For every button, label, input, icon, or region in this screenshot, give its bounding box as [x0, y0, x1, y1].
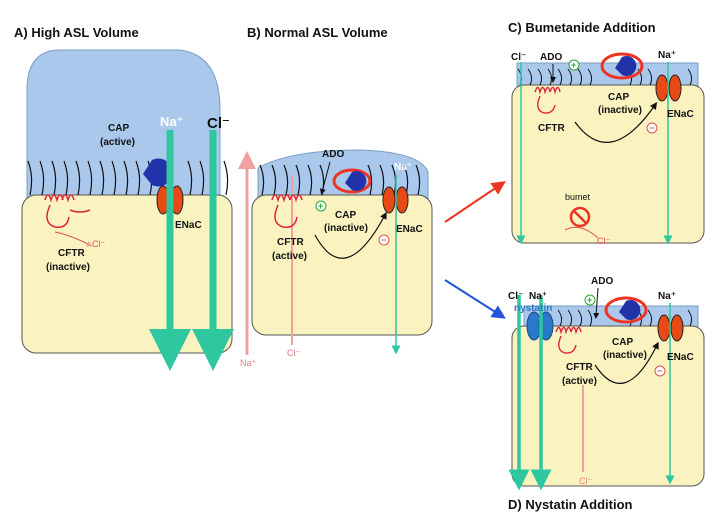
plus-icon-d: [584, 294, 596, 306]
panel-a: A) High ASL Volume CAP (active) ENaC CFT…: [14, 25, 234, 371]
panel-d: Cl⁻ Na⁺ nystatin ADO + CAP (inactive) Na…: [508, 276, 705, 512]
cftr-label-d: CFTR: [566, 362, 593, 373]
cftr-channel-icon-b: [271, 194, 303, 229]
panel-a-title: A) High ASL Volume: [14, 25, 139, 40]
cap-inhibitor-ring-d: [604, 296, 648, 324]
cl-small-a: Cl⁻: [92, 239, 105, 249]
cl-small-c: Cl⁻: [597, 236, 610, 246]
panel-b-title: B) Normal ASL Volume: [247, 25, 388, 40]
ado-label-c: ADO: [540, 52, 562, 63]
panel-d-title: D) Nystatin Addition: [508, 497, 633, 512]
feedback-arrow-d: [594, 341, 659, 384]
asl-layer-b: [257, 149, 429, 201]
enac-channel-icon-d: [657, 314, 671, 342]
enac-channel-icon-b2: [395, 186, 409, 214]
cap-label-b: CAP: [335, 210, 356, 221]
cftr-state-d: (active): [562, 376, 597, 387]
cap-protease-icon-c: [615, 55, 637, 76]
enac-channel-icon-b: [382, 186, 396, 214]
cap-state-d: (inactive): [603, 350, 647, 361]
nystatin-label-d: nystatin: [514, 303, 552, 314]
na-bottom-b: Na⁺: [240, 358, 257, 368]
cftr-channel-icon-a: [44, 194, 91, 229]
cap-inhibitor-ring-c: [600, 52, 644, 80]
feedback-arrow-b: [314, 211, 387, 259]
ado-arrow-d: [593, 287, 600, 319]
arrow-to-panel-d: [444, 279, 506, 319]
enac-label-c: ENaC: [667, 109, 694, 120]
epithelial-cell-b: [251, 194, 433, 336]
minus-icon-c: [646, 122, 658, 134]
feedback-arrow-c: [574, 102, 658, 143]
bumet-label-c: bumet: [565, 192, 591, 202]
minus-glyph-d: −: [657, 366, 662, 376]
plus-icon-b: [315, 200, 327, 212]
cap-state-a: (active): [100, 137, 135, 148]
na-right-label-d: Na⁺: [658, 291, 676, 302]
cap-label-c: CAP: [608, 92, 629, 103]
cap-label-d: CAP: [612, 337, 633, 348]
cl-label-d: Cl⁻: [508, 291, 523, 302]
cftr-cl-flow-a: [54, 231, 93, 247]
minus-icon-d: [654, 365, 666, 377]
panel-c: C) Bumetanide Addition Cl⁻ ADO + CAP (in…: [508, 20, 705, 246]
cl-small-d: Cl⁻: [579, 476, 592, 486]
enac-channel-icon-d2: [670, 314, 684, 342]
enac-channel-icon-c2: [668, 74, 682, 102]
panel-c-title: C) Bumetanide Addition: [508, 20, 656, 35]
plus-glyph-b: +: [318, 201, 323, 211]
minus-icon-b: [378, 234, 390, 246]
panel-b: B) Normal ASL Volume Na⁺ Cl⁻ ADO + CAP (…: [238, 25, 433, 368]
enac-label-d: ENaC: [667, 352, 694, 363]
enac-label-a: ENaC: [175, 220, 202, 231]
cftr-channel-icon-c: [534, 86, 561, 114]
minus-glyph-b: −: [381, 235, 386, 245]
ado-arrow-b: [319, 161, 331, 195]
na-label-d: Na⁺: [529, 291, 547, 302]
cap-protease-icon-a: [143, 158, 173, 187]
na-top-b: Na⁺: [394, 162, 412, 173]
cl-label-c: Cl⁻: [511, 52, 526, 63]
cl-bottom-b: Cl⁻: [287, 348, 300, 358]
cftr-label-c: CFTR: [538, 123, 565, 134]
plus-icon-c: [568, 59, 580, 71]
na-label-c: Na⁺: [658, 50, 676, 61]
epithelial-cell-d: [511, 325, 705, 487]
cftr-state-a: (inactive): [46, 262, 90, 273]
enac-label-b: ENaC: [396, 224, 423, 235]
epithelial-cell-a: [21, 194, 233, 354]
cap-protease-icon-b: [345, 170, 367, 192]
arrow-to-panel-c: [444, 181, 506, 223]
minus-glyph-c: −: [649, 123, 654, 133]
bumet-flow-c: [564, 226, 599, 239]
cl-label-a: Cl⁻: [207, 115, 230, 132]
bumetanide-block-slash: [573, 210, 587, 224]
cap-state-b: (inactive): [324, 223, 368, 234]
enac-channel-icon-c: [655, 74, 669, 102]
cap-protease-icon-d: [619, 300, 641, 320]
ado-label-d: ADO: [591, 276, 613, 287]
bumetanide-block-icon: [569, 206, 591, 228]
plus-glyph-c: +: [571, 60, 576, 70]
cftr-channel-icon-d: [555, 326, 582, 354]
cftr-label-b: CFTR: [277, 237, 304, 248]
cap-inhibitor-ring-b: [332, 168, 372, 194]
na-label-a: Na⁺: [160, 114, 183, 129]
cap-label-a: CAP: [108, 123, 129, 134]
cap-state-c: (inactive): [598, 105, 642, 116]
cftr-label-a: CFTR: [58, 248, 85, 259]
cftr-state-b: (active): [272, 251, 307, 262]
plus-glyph-d: +: [587, 295, 592, 305]
ado-label-b: ADO: [322, 149, 344, 160]
